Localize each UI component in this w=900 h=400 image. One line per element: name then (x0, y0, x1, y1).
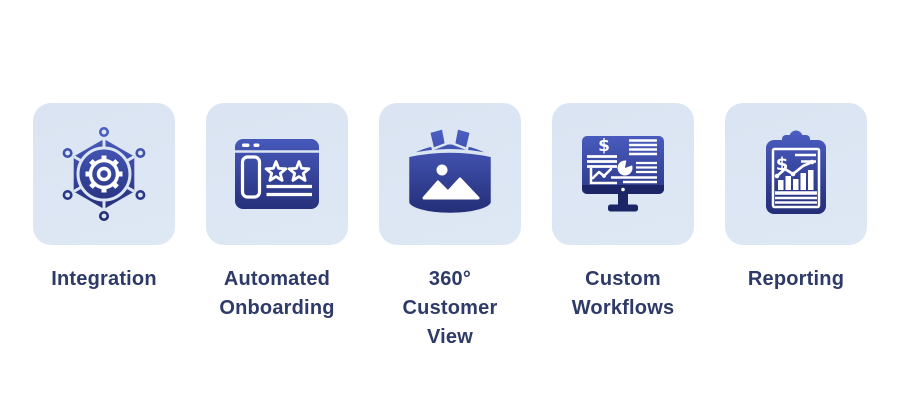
feature-label-automated-onboarding: Automated Onboarding (219, 268, 335, 319)
feature-label-360-customer-view: 360° Customer View (402, 268, 498, 348)
browser-stars-icon (235, 139, 319, 209)
svg-text:$: $ (598, 136, 610, 156)
feature-label-integration: Integration (51, 268, 157, 290)
feature-reporting: $ Reporting (725, 103, 867, 294)
feature-360-customer-view: 360° Customer View (379, 103, 521, 352)
feature-custom-workflows: $ (552, 103, 694, 323)
feature-label-reporting: Reporting (747, 268, 845, 290)
feature-automated-onboarding: Automated Onboarding (206, 103, 348, 323)
integration-network-icon (60, 126, 148, 222)
feature-integration: Integration (33, 103, 175, 294)
onboarding-icon-card (206, 103, 348, 245)
panorama-360-icon (406, 126, 494, 216)
reporting-icon-card: $ (725, 103, 867, 245)
feature-label-custom-workflows: Custom Workflows (571, 268, 675, 319)
features-row: Integration Automated Onboarding (33, 103, 867, 352)
clipboard-chart-icon: $ (766, 130, 826, 214)
panorama-icon-card (379, 103, 521, 245)
workflows-icon-card: $ (552, 103, 694, 245)
integration-icon-card (33, 103, 175, 245)
monitor-dashboard-icon: $ (582, 136, 664, 212)
